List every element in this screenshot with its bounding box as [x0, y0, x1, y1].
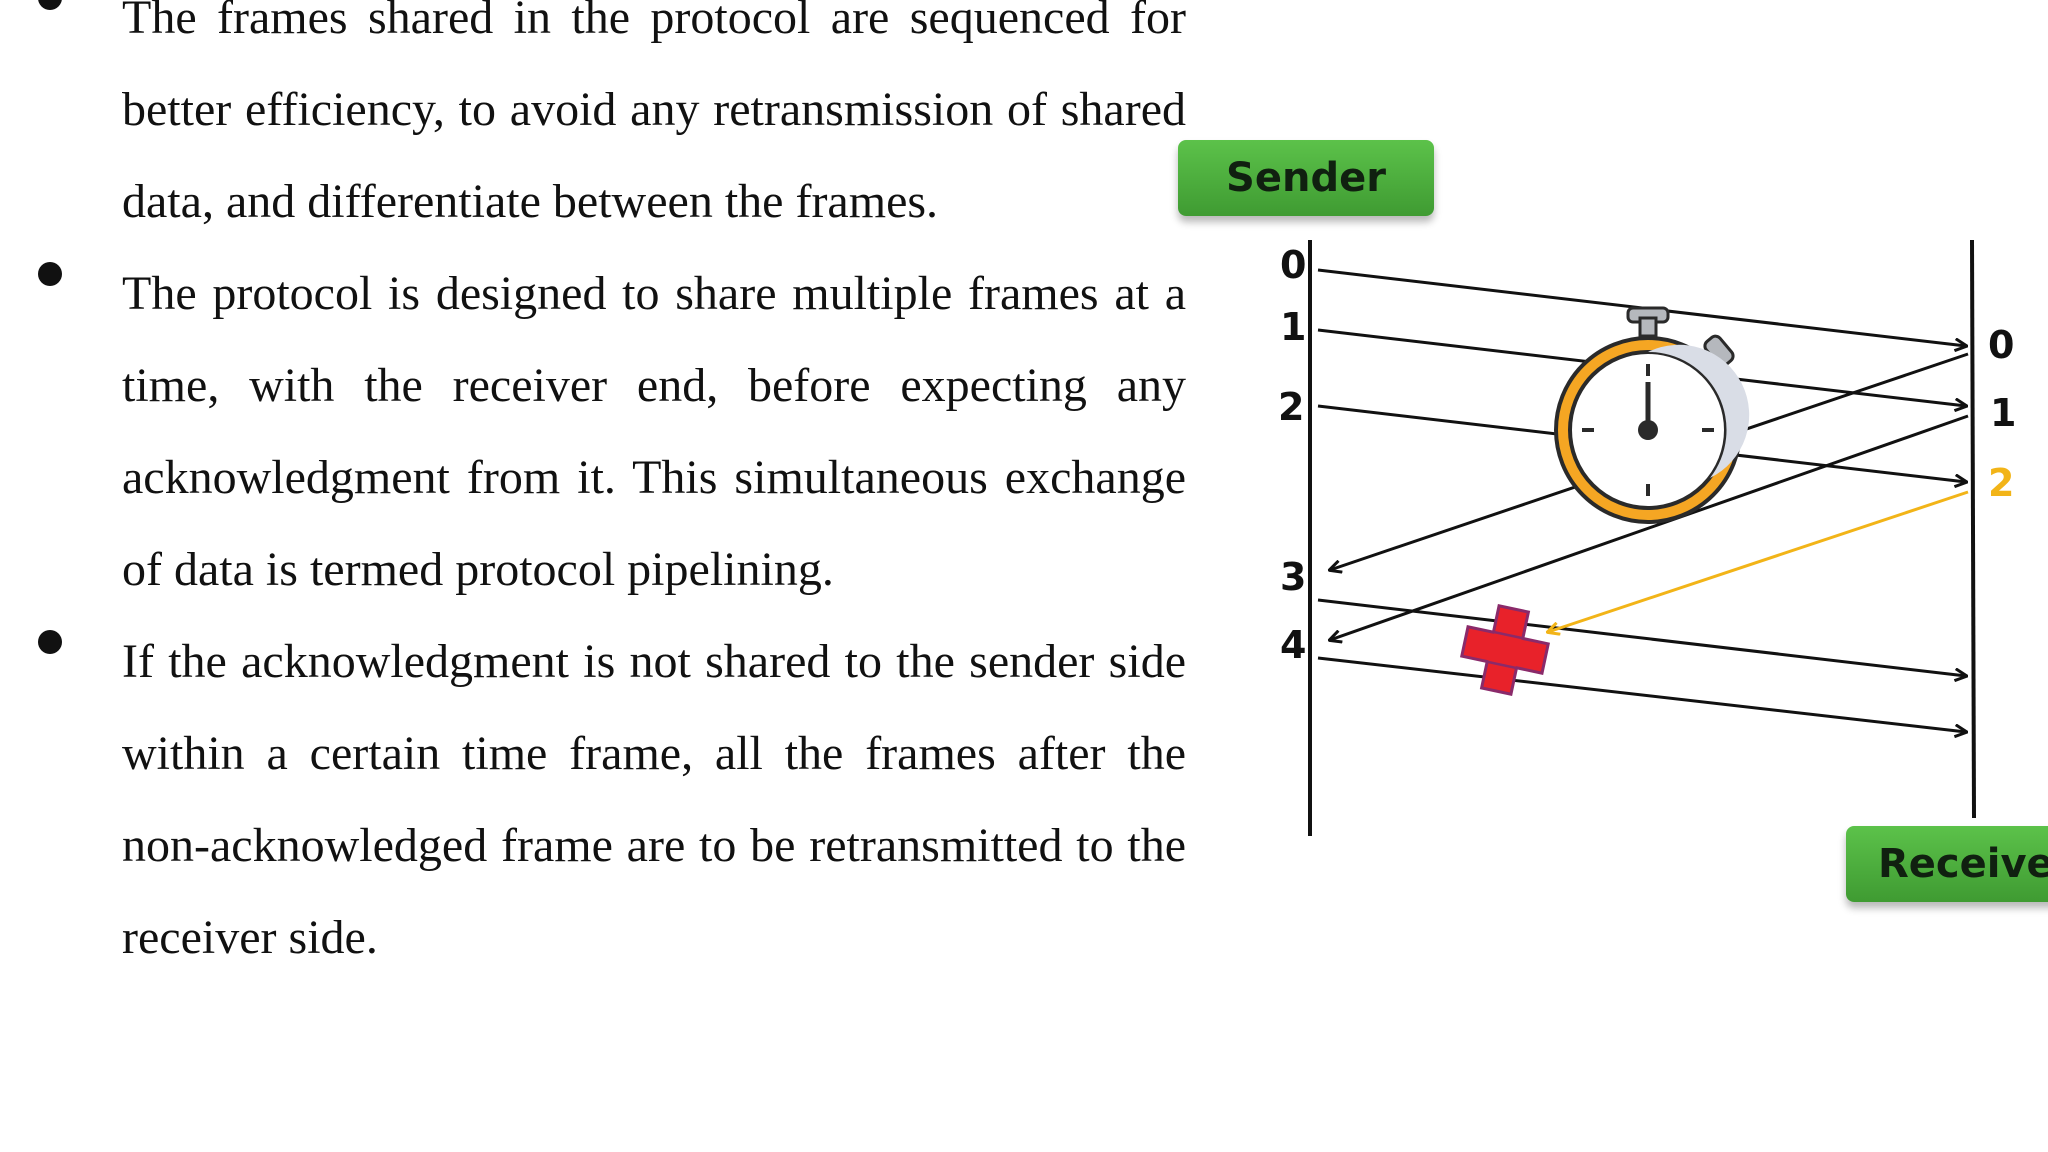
sender-tag: Sender [1178, 140, 1434, 216]
bullet-item: The protocol is designed to share multip… [0, 248, 1200, 616]
bullet-list: The frames shared in the protocol are se… [0, 0, 1200, 984]
sender-frame-number: 0 [1280, 243, 1306, 287]
bullet-text: If the acknowledgment is not shared to t… [122, 635, 1186, 964]
bullet-item: If the acknowledgment is not shared to t… [0, 616, 1200, 984]
bullet-marker [38, 262, 62, 286]
receiver-frame-number: 1 [1990, 391, 2016, 435]
bullet-item: The frames shared in the protocol are se… [0, 0, 1200, 248]
receiver-timeline [1970, 239, 1976, 819]
lost-frame-cross-icon [1459, 604, 1551, 696]
timeline-svg: 0 1 2 3 4 0 1 2 [1278, 239, 2016, 836]
go-back-n-diagram: Sender [1170, 130, 2048, 930]
sender-frame-number: 2 [1278, 385, 1304, 429]
receiver-tag: Receive [1846, 826, 2048, 902]
stopwatch-icon [1554, 306, 1750, 524]
lost-ack-arrow [1548, 490, 1969, 632]
bullet-marker [38, 630, 62, 654]
bullet-marker [38, 0, 62, 10]
receiver-frame-number-lost: 2 [1988, 461, 2014, 505]
receiver-frame-number: 0 [1988, 323, 2014, 367]
frame-arrow [1317, 598, 1966, 676]
ack-arrow [1330, 414, 1969, 640]
bullet-text: The frames shared in the protocol are se… [122, 0, 1186, 228]
sender-frame-number: 3 [1280, 555, 1306, 599]
sender-frame-number: 1 [1280, 305, 1306, 349]
frame-arrow [1317, 656, 1966, 732]
sender-frame-number: 4 [1280, 623, 1306, 667]
bullet-text: The protocol is designed to share multip… [122, 267, 1186, 596]
